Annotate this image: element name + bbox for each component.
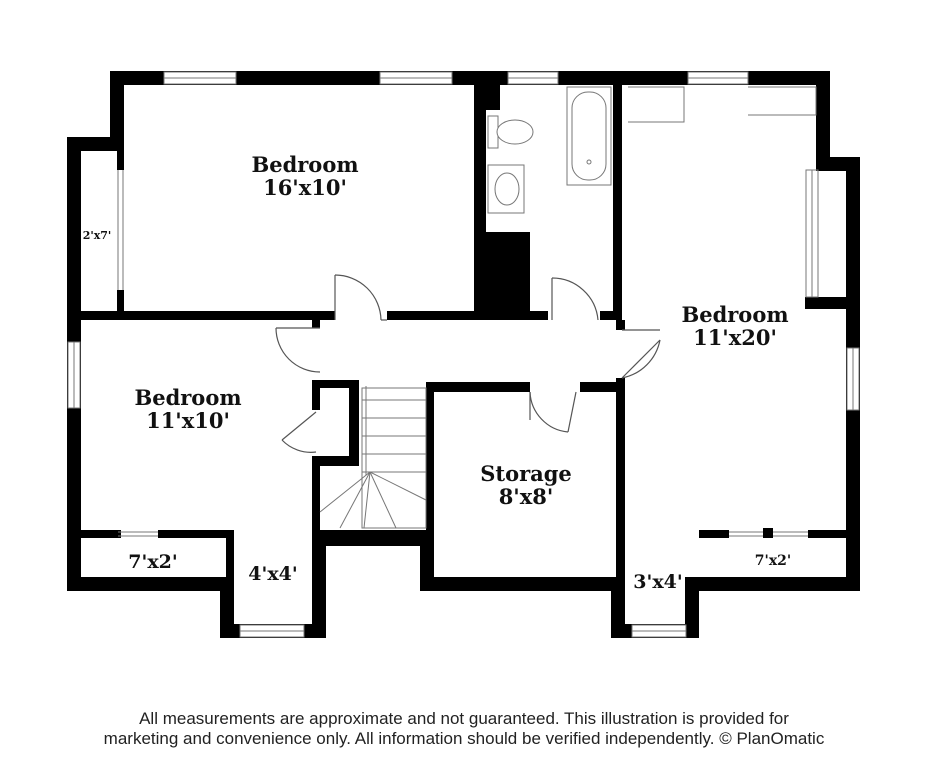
windows: [67, 71, 860, 638]
exterior-walls: [67, 71, 860, 638]
closet-right-small-label: 3'x4': [633, 571, 682, 593]
disclaimer-line-2: marketing and convenience only. All info…: [103, 729, 825, 748]
bedroom-left-size: 11'x10': [146, 408, 230, 433]
closet-right-bottom-label: 7'x2': [755, 553, 791, 569]
bedroom-top-size: 16'x10': [263, 175, 347, 200]
closet-left-top-label: 2'x7': [83, 229, 112, 242]
door-swings: [275, 274, 661, 453]
bedroom-right-size: 11'x20': [693, 325, 777, 350]
storage-size: 8'x8': [499, 484, 554, 509]
storage-name: Storage: [480, 461, 572, 486]
bathroom-fixtures: [487, 86, 817, 214]
closet-left-bottom-label: 7'x2': [128, 551, 177, 573]
disclaimer-line-1: All measurements are approximate and not…: [139, 709, 789, 728]
room-labels: Bedroom 16'x10' Bedroom 11'x20' Bedroom …: [83, 152, 792, 593]
stairs: [319, 386, 427, 529]
interior-walls: [81, 85, 850, 591]
bedroom-right-name: Bedroom: [681, 302, 788, 327]
bedroom-left-name: Bedroom: [134, 385, 241, 410]
floor-plan: Bedroom 16'x10' Bedroom 11'x20' Bedroom …: [67, 71, 860, 638]
disclaimer: All measurements are approximate and not…: [0, 709, 928, 749]
closet-center-bottom-label: 4'x4': [248, 563, 297, 585]
bedroom-top-name: Bedroom: [251, 152, 358, 177]
closet-doors: [117, 169, 819, 537]
